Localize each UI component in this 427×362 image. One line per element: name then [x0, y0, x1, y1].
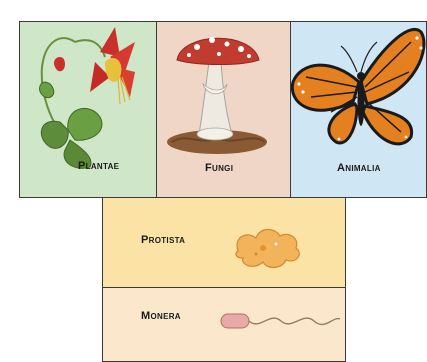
amoeba-icon [228, 216, 308, 276]
plantae-panel: Plantae [19, 21, 158, 198]
animalia-label: Animalia [337, 162, 381, 174]
fungi-panel: Fungi [156, 21, 292, 198]
bacterium-icon [215, 306, 346, 346]
plantae-label: Plantae [78, 160, 119, 172]
monarch-butterfly-icon [291, 22, 427, 172]
mushroom-icon [157, 22, 292, 172]
protista-label: Protista [141, 234, 185, 246]
fungi-label: Fungi [205, 162, 233, 174]
columbine-flower-icon [20, 22, 158, 172]
monera-panel: Monera [102, 287, 346, 362]
animalia-panel: Animalia [290, 21, 427, 198]
protista-panel: Protista [102, 197, 346, 289]
monera-label: Monera [141, 310, 181, 322]
